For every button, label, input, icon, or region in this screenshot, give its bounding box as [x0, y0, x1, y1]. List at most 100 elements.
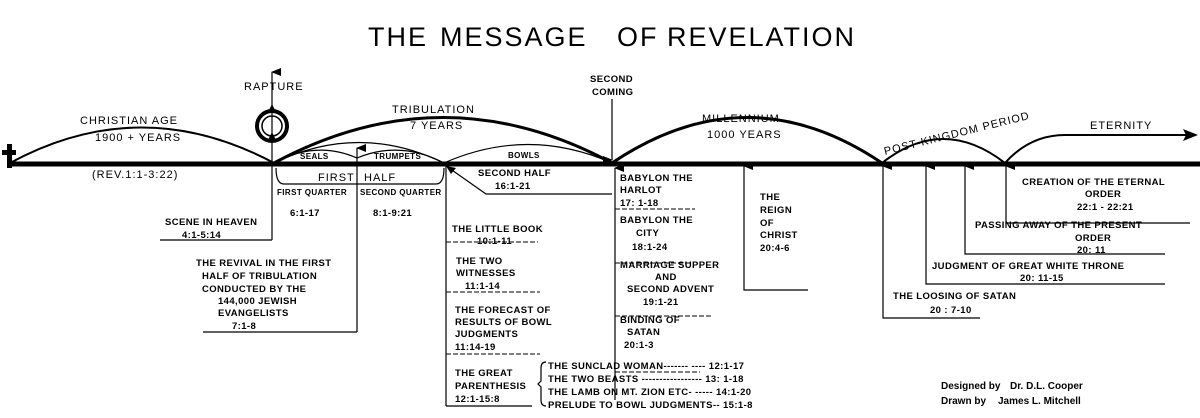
trumpets-label: TRUMPETS: [374, 152, 421, 161]
second-quarter-ref: 8:1-9:21: [373, 208, 412, 219]
scene-in-heaven: SCENE IN HEAVEN 4:1-5:14: [165, 217, 257, 241]
creation-event: CREATION OF THE ETERNAL ORDER 22:1 - 22:…: [1022, 177, 1165, 213]
second-half-arrow-icon: [446, 166, 456, 174]
svg-text:19:1-21: 19:1-21: [643, 297, 679, 308]
revival-event: THE REVIVAL IN THE FIRST HALF OF TRIBULA…: [196, 258, 331, 332]
second-coming-label-1: SECOND: [590, 74, 633, 85]
svg-text:HALF OF TRIBULATION: HALF OF TRIBULATION: [202, 271, 317, 282]
svg-text:JUDGMENT OF GREAT WHITE THRONE: JUDGMENT OF GREAT WHITE THRONE: [932, 261, 1124, 272]
two-witnesses-event: THE TWO WITNESSES 11:1-14: [456, 256, 516, 292]
first-label: FIRST: [318, 172, 355, 184]
tribulation-years: 7 YEARS: [410, 120, 463, 132]
rapture-circle-icon: [255, 104, 289, 143]
svg-text:AND: AND: [655, 272, 677, 283]
creation-pointer: [1005, 162, 1190, 224]
first-quarter-label: FIRST QUARTER: [277, 188, 347, 197]
credits: Designed by Dr. D.L. Cooper Drawn by Jam…: [941, 381, 1083, 407]
first-half-bracket: [275, 167, 445, 185]
svg-text:CREATION OF THE ETERNAL: CREATION OF THE ETERNAL: [1022, 177, 1165, 188]
svg-text:144,000 JEWISH: 144,000 JEWISH: [218, 296, 297, 307]
little-book-event: THE LITTLE BOOK 10:1-11: [452, 224, 543, 247]
passing-away-pointer: [964, 162, 1165, 255]
babylon-harlot-event: BABYLON THE HARLOT 17: 1-18: [620, 173, 693, 209]
svg-text:THE LOOSING OF SATAN: THE LOOSING OF SATAN: [893, 291, 1016, 302]
passing-away-event: PASSING AWAY OF THE PRESENT ORDER 20: 11: [975, 220, 1142, 256]
svg-text:12:1-15:8: 12:1-15:8: [455, 394, 500, 405]
second-coming-label-2: COMING: [592, 87, 633, 98]
svg-text:THE GREAT: THE GREAT: [455, 368, 513, 379]
svg-text:OF: OF: [760, 218, 774, 229]
second-half-ref: 16:1-21: [495, 181, 531, 192]
parenthesis-list: THE SUNCLAD WOMAN------- ---- 12:1-17 TH…: [548, 361, 753, 411]
reign-of-christ-event: THE REIGN OF CHRIST 20:4-6: [760, 192, 798, 254]
svg-text:4:1-5:14: 4:1-5:14: [182, 230, 221, 241]
seals-arc: [273, 149, 358, 164]
second-half-label: SECOND HALF: [478, 168, 551, 179]
post-kingdom-label: POST-KINGDOM PERIOD: [883, 110, 1031, 158]
list-item: THE TWO BEASTS ----------------- 13: 1-1…: [548, 374, 744, 385]
svg-text:ORDER: ORDER: [1075, 233, 1111, 244]
svg-text:22:1 - 22:21: 22:1 - 22:21: [1077, 202, 1134, 213]
svg-text:CHRIST: CHRIST: [760, 230, 798, 241]
half-label: HALF: [364, 172, 396, 184]
christian-age-ref: (REV.1:1-3:22): [92, 169, 178, 181]
christian-age-label: CHRISTIAN AGE: [80, 115, 178, 127]
cross-icon: [2, 144, 16, 168]
svg-text:20 : 7-10: 20 : 7-10: [930, 305, 972, 316]
list-item: THE SUNCLAD WOMAN------- ---- 12:1-17: [548, 361, 744, 372]
eternity-label: ETERNITY: [1090, 120, 1152, 132]
svg-text:WITNESSES: WITNESSES: [456, 268, 516, 279]
svg-text:MESSAGE: MESSAGE: [440, 22, 588, 52]
tribulation-arc: [273, 116, 613, 165]
eternity-arrow: [1004, 134, 1190, 164]
svg-text:PASSING AWAY OF THE PRESENT: PASSING AWAY OF THE PRESENT: [975, 220, 1142, 231]
seals-label: SEALS: [300, 152, 329, 161]
rapture-label: RAPTURE: [244, 81, 304, 93]
svg-text:ORDER: ORDER: [1085, 189, 1121, 200]
svg-text:Dr. D.L. Cooper: Dr. D.L. Cooper: [1010, 381, 1083, 392]
list-item: THE LAMB ON MT. ZION ETC- ----- 14:1-20: [548, 387, 752, 398]
post-kingdom-arc: [881, 138, 1006, 164]
svg-text:JUDGMENTS: JUDGMENTS: [455, 329, 518, 340]
svg-text:THE REVIVAL IN THE FIRST: THE REVIVAL IN THE FIRST: [196, 258, 331, 269]
svg-text:11:14-19: 11:14-19: [455, 342, 496, 353]
svg-text:REIGN: REIGN: [760, 205, 792, 216]
svg-text:SCENE IN HEAVEN: SCENE IN HEAVEN: [165, 217, 257, 228]
forecast-event: THE FORECAST OF RESULTS OF BOWL JUDGMENT…: [455, 305, 552, 353]
svg-text:SATAN: SATAN: [627, 327, 660, 338]
svg-text:THE FORECAST OF: THE FORECAST OF: [455, 305, 551, 316]
svg-text:11:1-14: 11:1-14: [465, 281, 500, 292]
svg-text:PARENTHESIS: PARENTHESIS: [455, 381, 526, 392]
svg-text:Designed by: Designed by: [941, 381, 1001, 392]
svg-text:MARRIAGE SUPPER: MARRIAGE SUPPER: [620, 260, 719, 271]
svg-text:20: 11: 20: 11: [1077, 245, 1106, 256]
great-parenthesis-event: THE GREAT PARENTHESIS 12:1-15:8: [455, 368, 526, 405]
svg-text:REVELATION: REVELATION: [667, 22, 856, 52]
eternity-arrowhead-icon: [1183, 129, 1198, 141]
svg-text:20: 11-15: 20: 11-15: [1020, 273, 1064, 284]
svg-text:CITY: CITY: [636, 228, 660, 239]
bowls-arc: [443, 143, 613, 164]
svg-text:Drawn by: Drawn by: [941, 396, 986, 407]
svg-text:CONDUCTED BY THE: CONDUCTED BY THE: [202, 284, 306, 295]
svg-text:18:1-24: 18:1-24: [632, 242, 668, 253]
svg-text:20:4-6: 20:4-6: [760, 243, 790, 254]
svg-text:HARLOT: HARLOT: [620, 185, 662, 196]
second-quarter-label: SECOND QUARTER: [360, 188, 442, 197]
trumpets-arc: [356, 149, 445, 164]
svg-text:20:1-3: 20:1-3: [624, 340, 654, 351]
svg-text:SECOND ADVENT: SECOND ADVENT: [627, 284, 714, 295]
brace-icon: [537, 361, 547, 407]
page-title: THE MESSAGE OF REVELATION: [368, 22, 856, 52]
white-throne-event: JUDGMENT OF GREAT WHITE THRONE 20: 11-15: [932, 261, 1124, 284]
millennium-arc: [611, 116, 883, 165]
svg-text:BABYLON THE: BABYLON THE: [620, 215, 693, 226]
binding-satan-event: BINDING OF SATAN 20:1-3: [620, 315, 680, 351]
svg-text:BABYLON THE: BABYLON THE: [620, 173, 693, 184]
list-item: PRELUDE TO BOWL JUDGMENTS-- 15:1-8: [548, 400, 753, 411]
first-quarter-ref: 6:1-17: [290, 208, 320, 219]
marriage-supper-event: MARRIAGE SUPPER AND SECOND ADVENT 19:1-2…: [620, 260, 719, 308]
white-throne-pointer: [925, 162, 1165, 285]
tribulation-label: TRIBULATION: [392, 104, 475, 116]
